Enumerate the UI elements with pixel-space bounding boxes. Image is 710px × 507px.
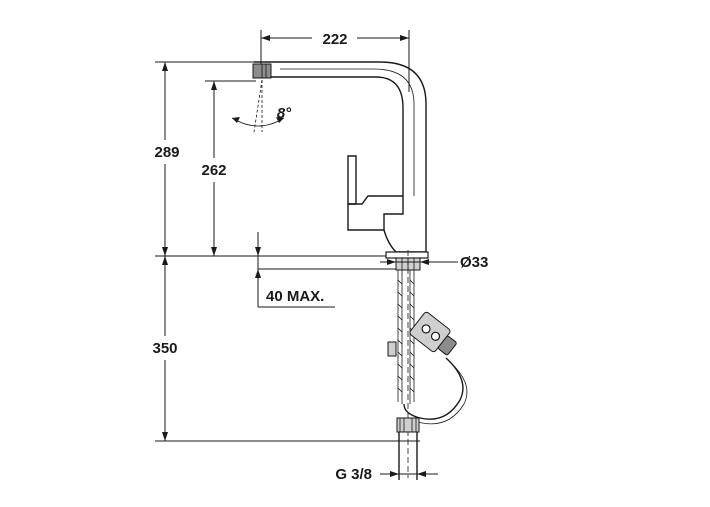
dimension-total-height: 289 — [154, 61, 420, 257]
dimension-hole-diameter: Ø33 — [380, 254, 488, 271]
dimension-reach: 222 — [260, 30, 410, 92]
dimension-reach-label: 222 — [322, 31, 347, 48]
dimension-hose-length: 350 — [152, 256, 420, 442]
dimension-spout-height: 262 — [201, 80, 256, 256]
dimension-deck-thickness-label: 40 MAX. — [266, 288, 324, 305]
dimension-hose-length-label: 350 — [152, 340, 177, 357]
dimension-connection-thread: G 3/8 — [335, 417, 438, 483]
dimension-spout-height-label: 262 — [201, 162, 226, 179]
dimension-hole-diameter-label: Ø33 — [460, 254, 488, 271]
dimension-deck-thickness: 40 MAX. — [255, 232, 396, 308]
dimension-connection-thread-label: G 3/8 — [335, 466, 372, 483]
dimension-angle-label: 8° — [277, 105, 292, 122]
supply-hoses — [387, 270, 468, 425]
dimension-total-height-label: 289 — [154, 144, 179, 161]
dimension-angle: 8° — [231, 79, 292, 133]
faucet-body — [252, 61, 429, 478]
